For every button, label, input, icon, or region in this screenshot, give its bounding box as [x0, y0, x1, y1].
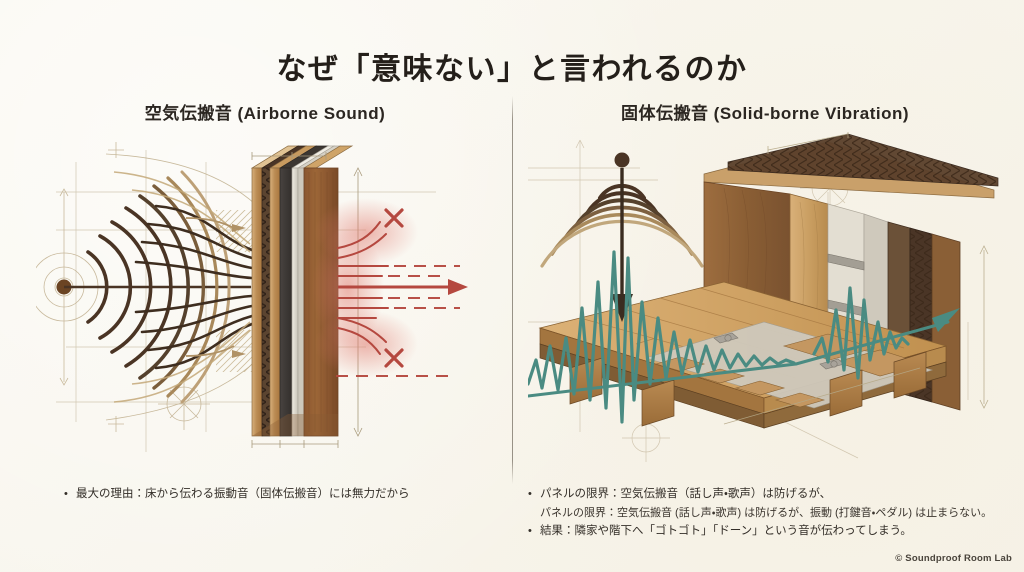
section-heading-solidborne: 固体伝搬音 (Solid-borne Vibration): [620, 104, 910, 123]
caption-block-left: • 最大の理由：床から伝わる振動音（固体伝搬音）には無力だから: [64, 486, 494, 505]
bullet-marker: •: [528, 488, 532, 500]
vertical-divider: [512, 96, 513, 484]
section-heading-airborne: 空気伝搬音 (Airborne Sound): [144, 104, 386, 123]
panel-top-edges: [250, 145, 354, 169]
page-title: なぜ「意味ない」と言われるのか: [276, 53, 748, 87]
bullet-text: 結果：隣家や階下へ「ゴトゴト」「ドーン」という音が伝わってしまう。: [540, 525, 912, 538]
bullet-continuation-text: パネルの限界：空気伝搬音 (話し声・歌声) は防げるが、振動 (打鍵音・ペダル)…: [540, 506, 993, 519]
bullet-marker: •: [528, 525, 532, 538]
flow-arrowheads: [232, 224, 246, 358]
bullet-item: • パネルの限界：空気伝搬音（話し声・歌声）は防げるが、: [528, 486, 1008, 504]
panel-layer-air-gap: [291, 167, 299, 437]
floor-joists: [569, 351, 927, 427]
panel-layer-mass: [279, 167, 293, 437]
caption-block-right: • パネルの限界：空気伝搬音（話し声・歌声）は防げるが、 パネルの限界：空気伝搬…: [528, 486, 1008, 542]
panel-layer-wood-core: [269, 167, 281, 437]
vibration-waveform: [528, 250, 950, 424]
impact-source-dot: [614, 152, 630, 168]
sound-leak-arrows: [312, 198, 468, 378]
solid-borne-vibration-illustration: [528, 132, 1008, 472]
footer-credit: © Soundproof Room Lab: [895, 553, 1012, 564]
panel-layer-wood-face-front: [251, 167, 263, 437]
blocked-x-mark: [384, 208, 404, 368]
vibration-arrow-head: [932, 308, 960, 332]
bullet-item: • 結果：隣家や階下へ「ゴトゴト」「ドーン」という音が伝わってしまう。: [528, 523, 1008, 541]
bullet-item: • 最大の理由：床から伝わる振動音（固体伝搬音）には無力だから: [64, 486, 494, 504]
bullet-text: 最大の理由：床から伝わる振動音（固体伝搬音）には無力だから: [76, 488, 410, 500]
dimension-lines: [723, 132, 989, 425]
bullet-text: パネルの限界：空気伝搬音（話し声・歌声）は防げるが、: [540, 488, 832, 500]
bullet-marker: •: [64, 488, 68, 500]
airborne-sound-illustration: [36, 132, 496, 472]
